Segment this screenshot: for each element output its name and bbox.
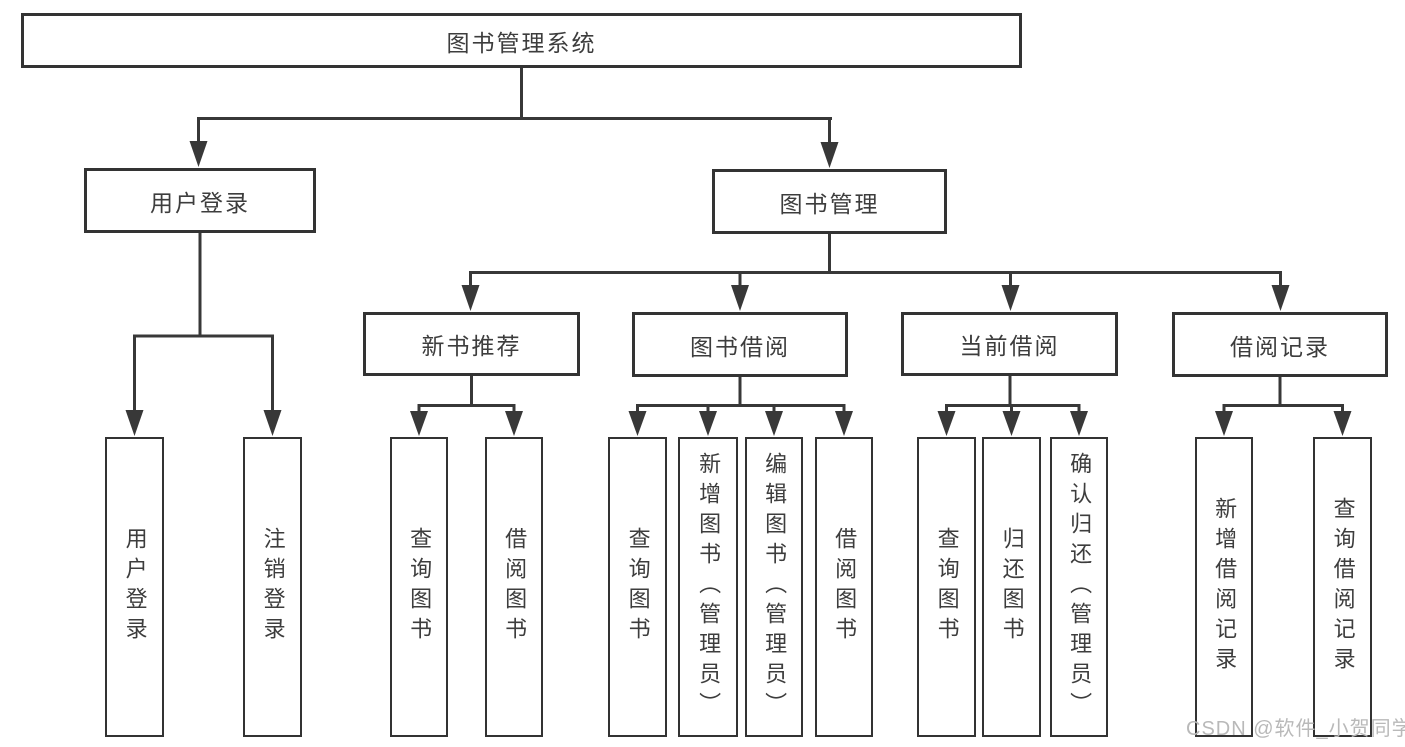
leaf-borrow-add-books-admin-label: 新增图书（管理员） [696,452,722,722]
leaf-borrow-query-books: 查询图书 [608,437,667,737]
leaf-current-return-books-label: 归还图书 [999,527,1025,647]
node-current-borrow: 当前借阅 [901,312,1118,376]
csdn-watermark: CSDN @软件_小贺同学 [1186,718,1405,740]
leaf-borrow-query-books-label: 查询图书 [625,527,651,647]
node-borrow-records: 借阅记录 [1172,312,1388,377]
leaf-borrow-edit-books-admin: 编辑图书（管理员） [745,437,803,737]
leaf-user-login: 用户登录 [105,437,164,737]
leaf-records-add-record: 新增借阅记录 [1195,437,1253,737]
node-new-book-recommend: 新书推荐 [363,312,580,376]
leaf-borrow-borrow-books: 借阅图书 [815,437,873,737]
node-root-system: 图书管理系统 [21,13,1022,68]
connector-segments [133,66,1344,413]
leaf-current-query-books-label: 查询图书 [934,527,960,647]
node-book-management: 图书管理 [712,169,947,234]
leaf-borrow-add-books-admin: 新增图书（管理员） [678,437,738,737]
leaf-current-confirm-return-admin: 确认归还（管理员） [1050,437,1108,737]
leaf-records-query-record-label: 查询借阅记录 [1330,497,1356,677]
arrowheads [125,141,1352,436]
leaf-recommend-borrow-books: 借阅图书 [485,437,543,737]
leaf-recommend-borrow-books-label: 借阅图书 [502,527,528,647]
leaf-current-confirm-return-admin-label: 确认归还（管理员） [1067,452,1093,722]
leaf-borrow-edit-books-admin-label: 编辑图书（管理员） [762,452,788,722]
leaf-records-add-record-label: 新增借阅记录 [1212,497,1238,677]
leaf-user-login-label: 用户登录 [122,527,148,647]
leaf-recommend-query-books-label: 查询图书 [407,527,433,647]
node-user-login: 用户登录 [84,168,316,233]
leaf-logout: 注销登录 [243,437,302,737]
leaf-records-query-record: 查询借阅记录 [1313,437,1372,737]
leaf-current-query-books: 查询图书 [917,437,976,737]
leaf-current-return-books: 归还图书 [982,437,1041,737]
leaf-borrow-borrow-books-label: 借阅图书 [832,527,858,647]
node-book-borrow: 图书借阅 [632,312,848,377]
leaf-logout-label: 注销登录 [260,527,286,647]
leaf-recommend-query-books: 查询图书 [390,437,448,737]
